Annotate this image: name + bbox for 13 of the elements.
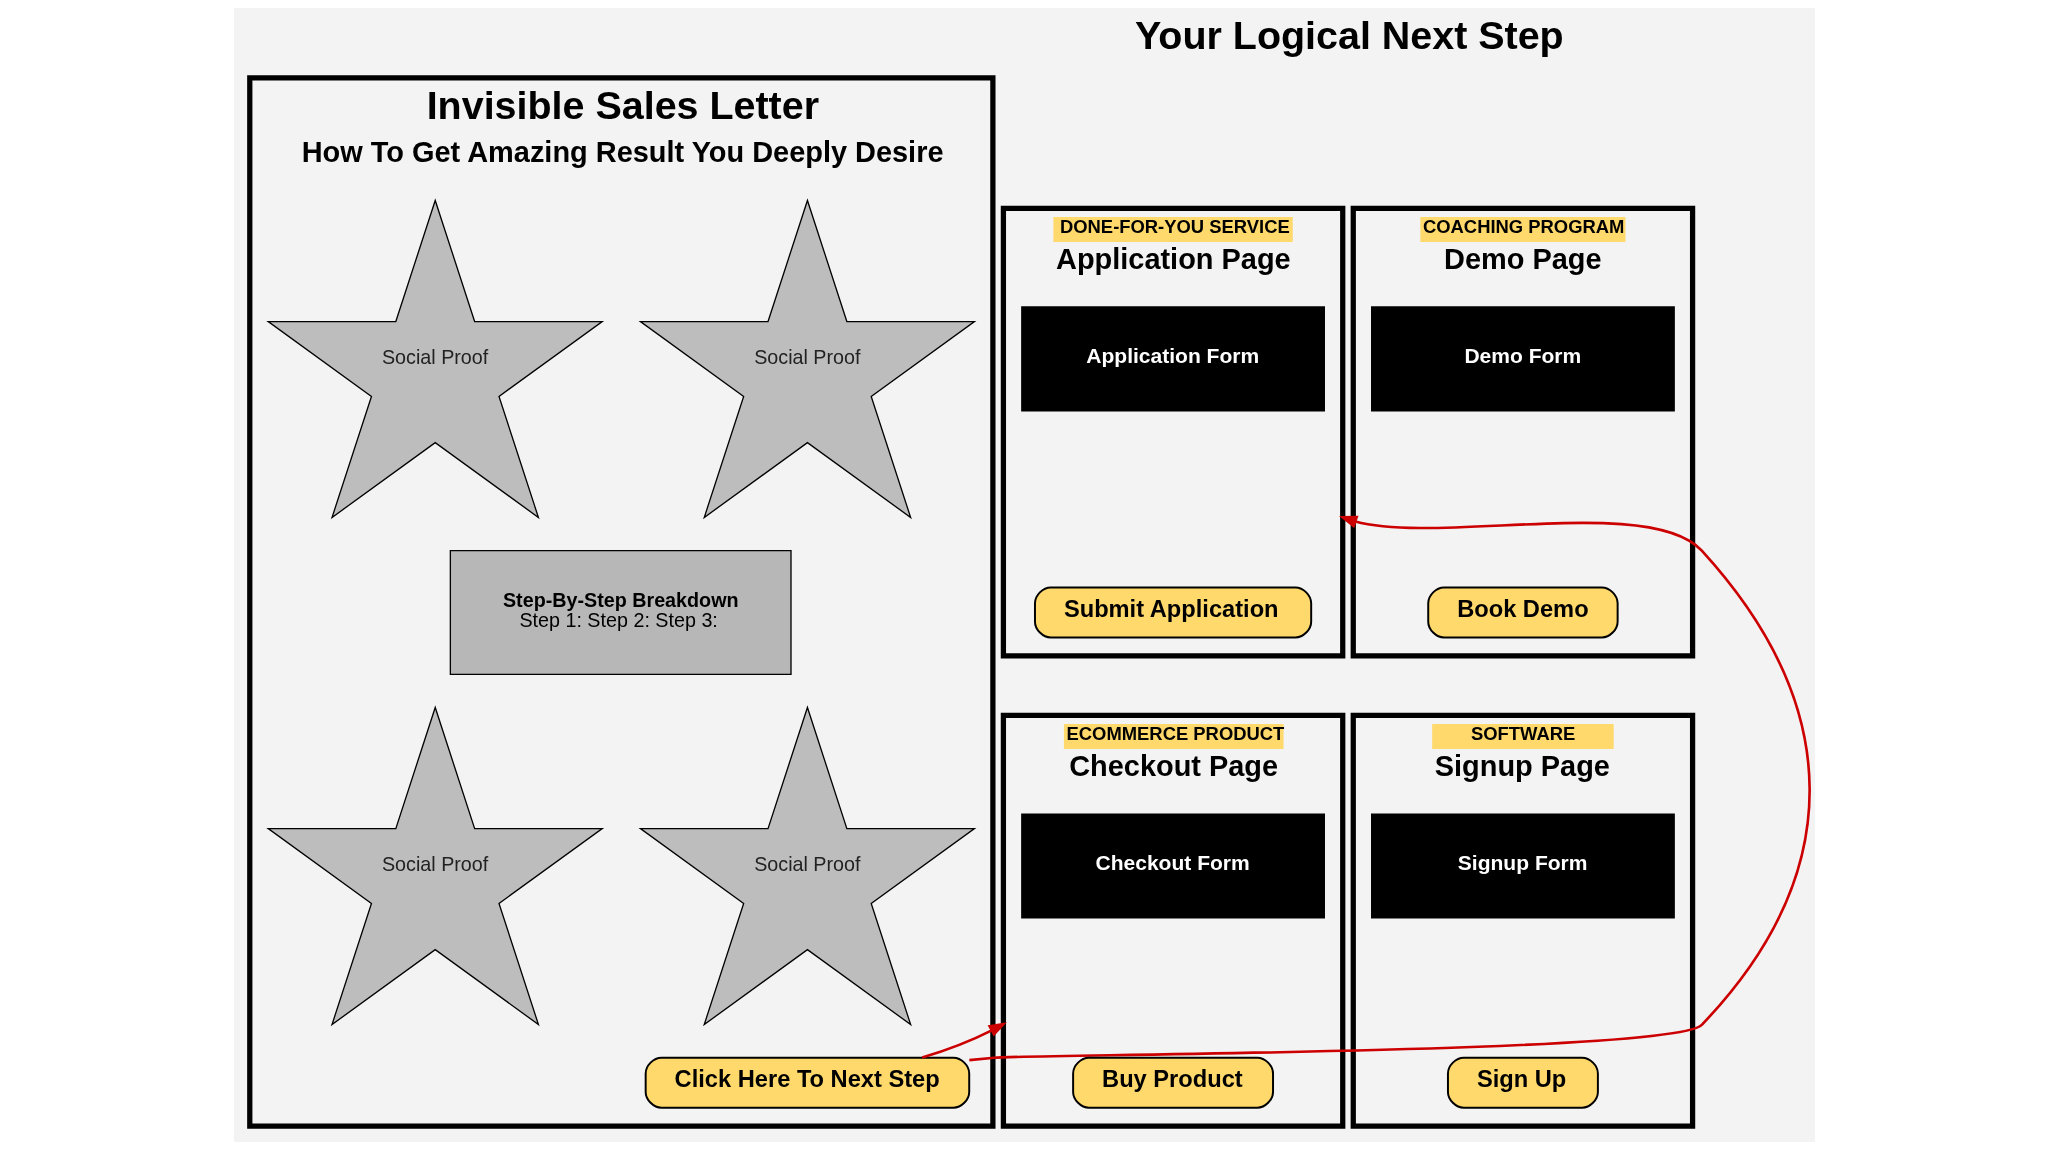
node-box: Step-By-Step Breakdown Step 1: Step 2: Step 3: — [449, 550, 792, 675]
label: Your Logical Next Step — [1134, 12, 1564, 57]
node-box: Application Form — [1020, 306, 1325, 412]
arrow — [921, 1022, 1007, 1059]
node-box: Checkout Form — [1020, 813, 1325, 919]
node-box: Demo Form — [1370, 306, 1675, 412]
node-box: Sign Up — [1446, 1056, 1599, 1109]
node-box: Book Demo — [1426, 586, 1619, 639]
node-box: Click Here To Next Step — [644, 1056, 970, 1109]
arrow — [968, 515, 1810, 1062]
node-box: Signup Form — [1370, 813, 1675, 919]
node-box: Buy Product — [1071, 1056, 1274, 1109]
node-box: Submit Application — [1033, 586, 1312, 639]
